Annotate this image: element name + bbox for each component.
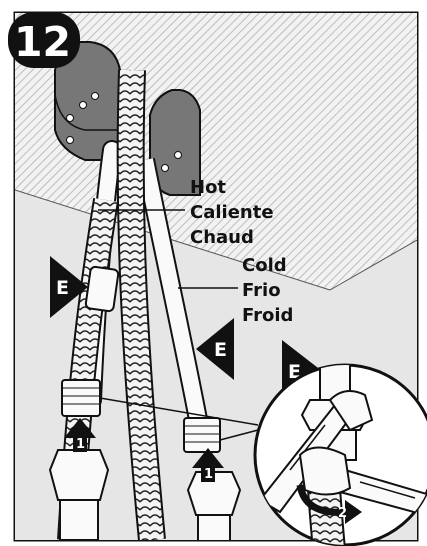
cold-label-es: Frio xyxy=(242,280,281,301)
step-2-marker: 2 xyxy=(338,506,347,521)
svg-text:1: 1 xyxy=(76,437,85,452)
hot-label-en: Hot xyxy=(190,177,226,198)
step-badge: 12 xyxy=(8,12,80,68)
hot-label-fr: Chaud xyxy=(190,227,254,248)
svg-text:1: 1 xyxy=(204,467,213,482)
svg-text:E: E xyxy=(214,339,227,361)
cold-label-fr: Froid xyxy=(242,305,293,326)
cold-label-en: Cold xyxy=(242,255,287,276)
step-number: 12 xyxy=(14,18,71,66)
hot-label-es: Caliente xyxy=(190,202,274,223)
svg-text:E: E xyxy=(56,277,69,299)
